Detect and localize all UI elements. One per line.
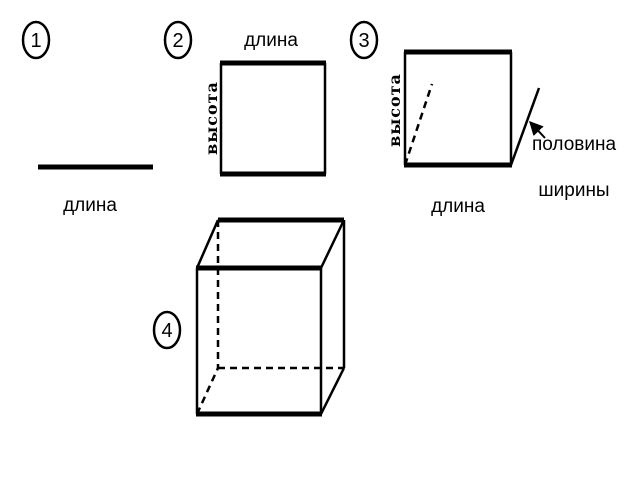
- figure-3-hidden-depth-edge: [403, 83, 434, 166]
- figure-4-box: 4: [152, 217, 346, 417]
- figure-3-height-label: высота: [385, 73, 404, 147]
- figure-2-length-label: длина: [244, 30, 298, 51]
- figure-4-bottom-right-depth-edge: [319, 367, 346, 415]
- figure-4-top-right-depth-edge: [319, 219, 346, 269]
- figure-4-hidden-bottom-left-depth-edge: [195, 367, 220, 415]
- figure-2-rectangle: 2 длина высота: [163, 20, 327, 177]
- figure-1-number-circle: [21, 20, 51, 60]
- figure-3-half-width-label-line1: половина: [532, 134, 617, 155]
- figure-1-line: 1 длина: [21, 20, 153, 216]
- figure-3-depth-edge: [509, 87, 541, 166]
- figure-3-length-label: длина: [431, 196, 485, 217]
- figure-3-pointer-arrow: [529, 120, 546, 139]
- figure-4-top-left-depth-edge: [195, 219, 220, 269]
- figure-3-number: 3: [358, 30, 369, 52]
- figure-2-number-circle: [163, 20, 193, 60]
- figure-2-number: 2: [172, 30, 183, 52]
- figure-4-number-circle: [152, 310, 182, 350]
- figure-3-half-width-label-line2: ширины: [538, 180, 609, 201]
- figure-1-length-label: длина: [63, 195, 117, 216]
- figure-2-height-label: высота: [202, 81, 221, 155]
- figure-3-number-circle: [349, 20, 379, 60]
- figure-1-number: 1: [30, 30, 41, 52]
- figure-3-rectangle-depth: 3 высота длина половина ширины: [349, 20, 617, 217]
- figure-4-number: 4: [161, 320, 172, 342]
